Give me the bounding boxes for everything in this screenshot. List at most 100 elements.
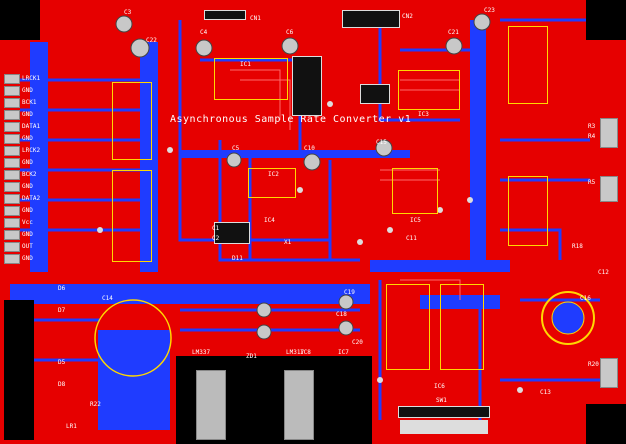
connector-right-3 xyxy=(600,358,618,388)
label-c5: C5 xyxy=(232,145,240,152)
connector-right-1 xyxy=(600,118,618,148)
label-c13: C13 xyxy=(540,389,551,396)
label-cn2: CN2 xyxy=(402,13,413,20)
label-c16: C16 xyxy=(580,295,591,302)
corner-mount-br xyxy=(586,404,626,444)
connector-right-2 xyxy=(600,176,618,202)
label-c1: C1 xyxy=(212,225,220,232)
left-header-label: GND xyxy=(22,111,33,118)
left-header-label: DATA1 xyxy=(22,123,41,130)
ic-outline-ic3 xyxy=(398,70,460,110)
label-lm317: LM317 xyxy=(286,349,305,356)
label-c2: C2 xyxy=(212,235,220,242)
label-ic4: IC4 xyxy=(264,217,275,224)
left-header-pad xyxy=(4,146,20,156)
regulator-lm317 xyxy=(284,370,314,440)
label-zd1: ZD1 xyxy=(246,353,257,360)
label-c23: C23 xyxy=(484,7,495,14)
ic-outline-ic2 xyxy=(248,168,296,198)
left-header-label: LRCK2 xyxy=(22,147,41,154)
header-cn2 xyxy=(342,10,400,28)
left-header-pad xyxy=(4,110,20,120)
label-c14: C14 xyxy=(102,295,113,302)
board-title: Asynchronous Sample Rate Converter v1 xyxy=(170,114,412,125)
label-ic7: IC7 xyxy=(338,349,349,356)
left-header-pad xyxy=(4,206,20,216)
header-cn1 xyxy=(204,10,246,20)
label-r18: R18 xyxy=(572,243,583,250)
label-c6: C6 xyxy=(286,29,294,36)
label-r4: R4 xyxy=(588,133,596,140)
left-header-label: GND xyxy=(22,231,33,238)
label-c4: C4 xyxy=(200,29,208,36)
left-header-label: GND xyxy=(22,207,33,214)
label-c20: C20 xyxy=(352,339,363,346)
left-header-label: LRCK1 xyxy=(22,75,41,82)
label-ic5: IC5 xyxy=(410,217,421,224)
left-header-pad xyxy=(4,254,20,264)
left-header-label: GND xyxy=(22,87,33,94)
label-c22: C22 xyxy=(146,37,157,44)
label-r5: R5 xyxy=(588,179,596,186)
label-c11: C11 xyxy=(406,235,417,242)
left-header-pad xyxy=(4,230,20,240)
ic-outline-right-lower xyxy=(508,176,548,246)
label-ic3: IC3 xyxy=(418,111,429,118)
dip-switch-body[interactable] xyxy=(400,420,488,434)
ic-outline-right-upper xyxy=(508,26,548,104)
crystal-x1 xyxy=(214,222,250,244)
left-header-label: GND xyxy=(22,135,33,142)
ic-outline-left-upper xyxy=(112,82,152,160)
label-r3: R3 xyxy=(588,123,596,130)
left-header-pad xyxy=(4,182,20,192)
left-header-pad xyxy=(4,86,20,96)
ic-outline-ic7 xyxy=(440,284,484,370)
left-header-label: DATA2 xyxy=(22,195,41,202)
label-c19: C19 xyxy=(344,289,355,296)
ic-outline-left-lower xyxy=(112,170,152,262)
left-header-pad xyxy=(4,74,20,84)
label-c10: C10 xyxy=(304,145,315,152)
label-ic8: IC8 xyxy=(300,349,311,356)
left-header-label: BCK1 xyxy=(22,99,37,106)
regulator-lm337 xyxy=(196,370,226,440)
left-header-pad xyxy=(4,170,20,180)
label-c15: C15 xyxy=(376,139,387,146)
label-ic1: IC1 xyxy=(240,61,251,68)
label-d5: D5 xyxy=(58,359,66,366)
left-header-pad xyxy=(4,134,20,144)
label-d11: D11 xyxy=(232,255,243,262)
header-mid xyxy=(292,56,322,116)
label-d7: D7 xyxy=(58,307,66,314)
left-header-label: BCK2 xyxy=(22,171,37,178)
left-header-label: GND xyxy=(22,159,33,166)
left-header-pad xyxy=(4,218,20,228)
label-r20: R20 xyxy=(588,361,599,368)
ic-outline-ic5 xyxy=(392,168,438,214)
label-lr1: LR1 xyxy=(66,423,77,430)
label-x1: X1 xyxy=(284,239,292,246)
label-c12: C12 xyxy=(598,269,609,276)
left-header-pad xyxy=(4,194,20,204)
dip-switch-sw1[interactable] xyxy=(398,406,490,418)
label-c21: C21 xyxy=(448,29,459,36)
label-cn1: CN1 xyxy=(250,15,261,22)
edge-cutout xyxy=(4,300,34,440)
left-header-pad xyxy=(4,242,20,252)
ic-outline-ic1 xyxy=(214,58,288,100)
label-sw1: SW1 xyxy=(436,397,447,404)
label-d8: D8 xyxy=(58,381,66,388)
left-header-pad xyxy=(4,122,20,132)
left-header-pad xyxy=(4,158,20,168)
label-ic6: IC6 xyxy=(434,383,445,390)
left-header-pad xyxy=(4,98,20,108)
left-header-label: OUT xyxy=(22,243,33,250)
corner-mount-tl xyxy=(0,0,40,40)
label-ic2: IC2 xyxy=(268,171,279,178)
label-r22: R22 xyxy=(90,401,101,408)
left-header-label: Vcc xyxy=(22,219,33,226)
corner-mount-tr xyxy=(586,0,626,40)
label-c3: C3 xyxy=(124,9,132,16)
header-jp xyxy=(360,84,390,104)
